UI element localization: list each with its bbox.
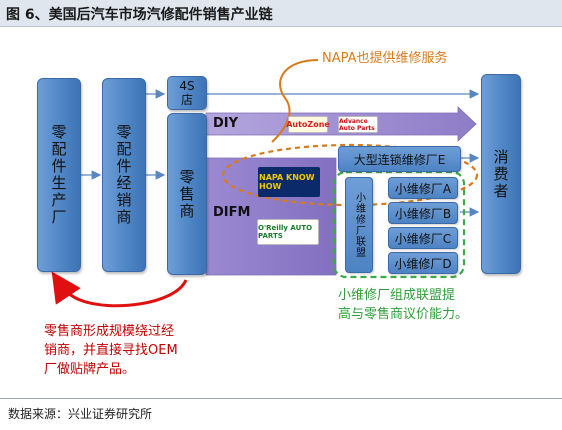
alliance-note-line-2: 高与零售商议价能力。 (338, 307, 469, 322)
napa-note: NAPA也提供维修服务 (322, 51, 448, 66)
retailer-note-line-1: 零售商形成规模绕过经 (44, 324, 175, 339)
figure-title: 图 6、美国后汽车市场汽修配件销售产业链 (6, 7, 273, 23)
napa-note-connector (271, 59, 319, 143)
red-curve-arrow (51, 271, 188, 308)
parts-maker-label: 零配件生产厂 (49, 124, 68, 226)
small-shop-b: 小维修厂B (388, 202, 458, 224)
retailer-note: 零售商形成规模绕过经 销商，并直接寻找OEM 厂做贴牌产品。 (44, 322, 178, 379)
distributor-label: 零配件经销商 (114, 124, 133, 226)
small-shop-a: 小维修厂A (388, 177, 458, 199)
consumer-box: 消费者 (481, 74, 521, 274)
retailer-note-line-3: 厂做贴牌产品。 (44, 362, 136, 377)
retailer-label: 零售商 (177, 168, 196, 220)
oreilly-logo-text: O'Reilly AUTO PARTS (258, 224, 313, 240)
advance-logo: Advance Auto Parts (338, 116, 378, 133)
retailer-note-line-2: 销商，并直接寻找OEM (44, 343, 178, 358)
alliance-box: 小维修厂联盟 (345, 177, 373, 273)
distributor-box: 零配件经销商 (102, 78, 146, 272)
small-shop-d: 小维修厂D (388, 252, 458, 274)
parts-maker-box: 零配件生产厂 (37, 78, 81, 272)
small-shop-a-label: 小维修厂A (394, 181, 452, 196)
four-s-label: 4S店 (179, 79, 195, 107)
small-shop-c: 小维修厂C (388, 227, 458, 249)
advance-logo-text: Advance Auto Parts (339, 117, 375, 132)
source-text: 数据来源：兴业证券研究所 (8, 407, 153, 421)
footer-divider (0, 398, 562, 399)
oreilly-logo: O'Reilly AUTO PARTS (257, 219, 319, 245)
big-chain-box: 大型连锁维修厂E (338, 146, 461, 172)
small-shop-b-label: 小维修厂B (394, 206, 452, 221)
napa-logo-text: NAPA KNOW HOW (259, 173, 315, 191)
autozone-logo-text: AutoZone (286, 120, 330, 129)
small-shop-c-label: 小维修厂C (394, 231, 452, 246)
four-s-box: 4S店 (167, 76, 207, 110)
title-bar: 图 6、美国后汽车市场汽修配件销售产业链 (0, 0, 562, 27)
small-shop-d-label: 小维修厂D (394, 256, 452, 271)
napa-logo: NAPA KNOW HOW (258, 167, 320, 197)
autozone-logo: AutoZone (286, 116, 330, 133)
consumer-label: 消费者 (491, 148, 510, 200)
big-chain-label: 大型连锁维修厂E (353, 152, 446, 167)
alliance-note: 小维修厂组成联盟提 高与零售商议价能力。 (338, 286, 468, 324)
retailer-box: 零售商 (167, 113, 207, 275)
alliance-outline (332, 170, 466, 279)
diy-label: DIY (213, 116, 239, 131)
alliance-label: 小维修厂联盟 (353, 192, 365, 258)
difm-label: DIFM (213, 205, 251, 220)
alliance-note-line-1: 小维修厂组成联盟提 (338, 288, 456, 303)
